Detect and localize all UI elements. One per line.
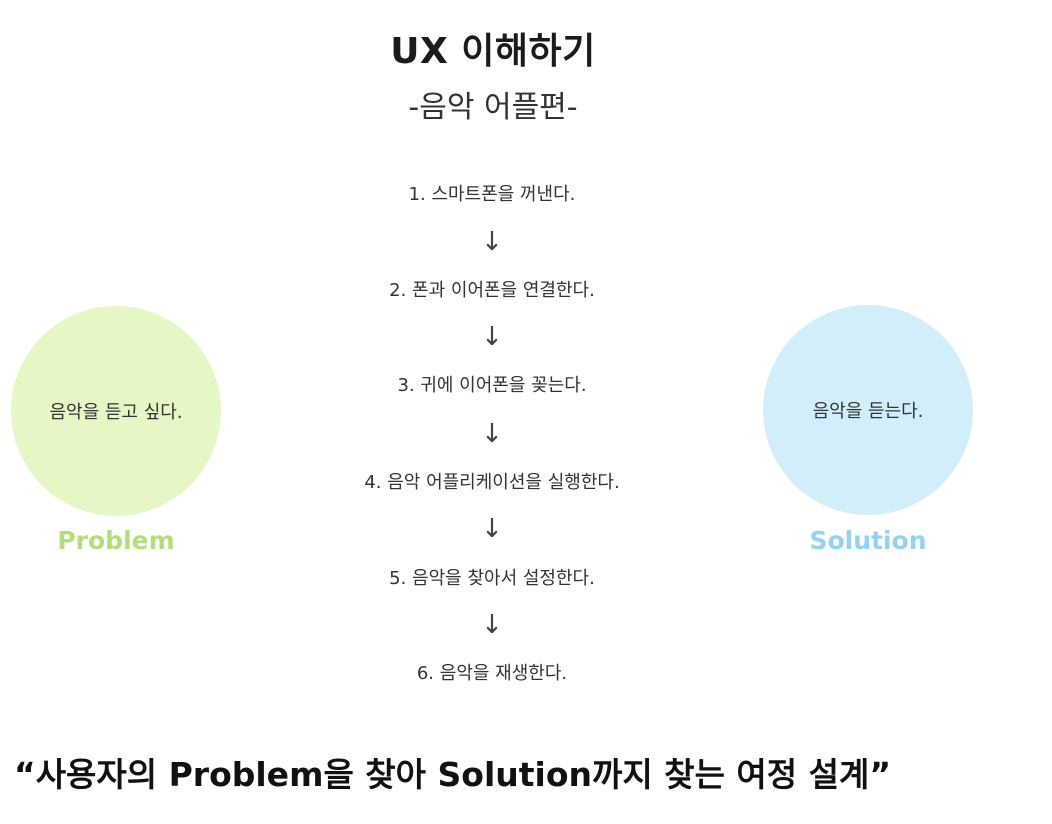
- page-title: UX 이해하기: [390, 31, 596, 72]
- step-3: 3. 귀에 이어폰을 꽂는다.: [397, 375, 587, 396]
- step-1: 1. 스마트폰을 꺼낸다.: [408, 184, 576, 205]
- solution-circle: 음악을 듣는다.: [763, 305, 973, 515]
- problem-label: Problem: [57, 526, 175, 555]
- step-2: 2. 폰과 이어폰을 연결한다.: [389, 280, 595, 301]
- solution-label: Solution: [809, 526, 927, 555]
- down-arrow-icon: ↓: [481, 514, 503, 544]
- step-4: 4. 음악 어플리케이션을 실행한다.: [364, 472, 620, 493]
- step-6: 6. 음악을 재생한다.: [416, 663, 568, 684]
- down-arrow-icon: ↓: [481, 227, 503, 257]
- down-arrow-icon: ↓: [481, 322, 503, 352]
- problem-circle-text: 음악을 듣고 싶다.: [49, 402, 183, 423]
- page-subtitle: -음악 어플편-: [408, 90, 578, 125]
- step-5: 5. 음악을 찾아서 설정한다.: [389, 568, 595, 589]
- down-arrow-icon: ↓: [481, 419, 503, 449]
- solution-circle-text: 음악을 듣는다.: [812, 401, 924, 422]
- down-arrow-icon: ↓: [481, 610, 503, 640]
- problem-circle: 음악을 듣고 싶다.: [11, 306, 221, 516]
- summary-quote: “사용자의 Problem을 찾아 Solution까지 찾는 여정 설계”: [14, 755, 892, 794]
